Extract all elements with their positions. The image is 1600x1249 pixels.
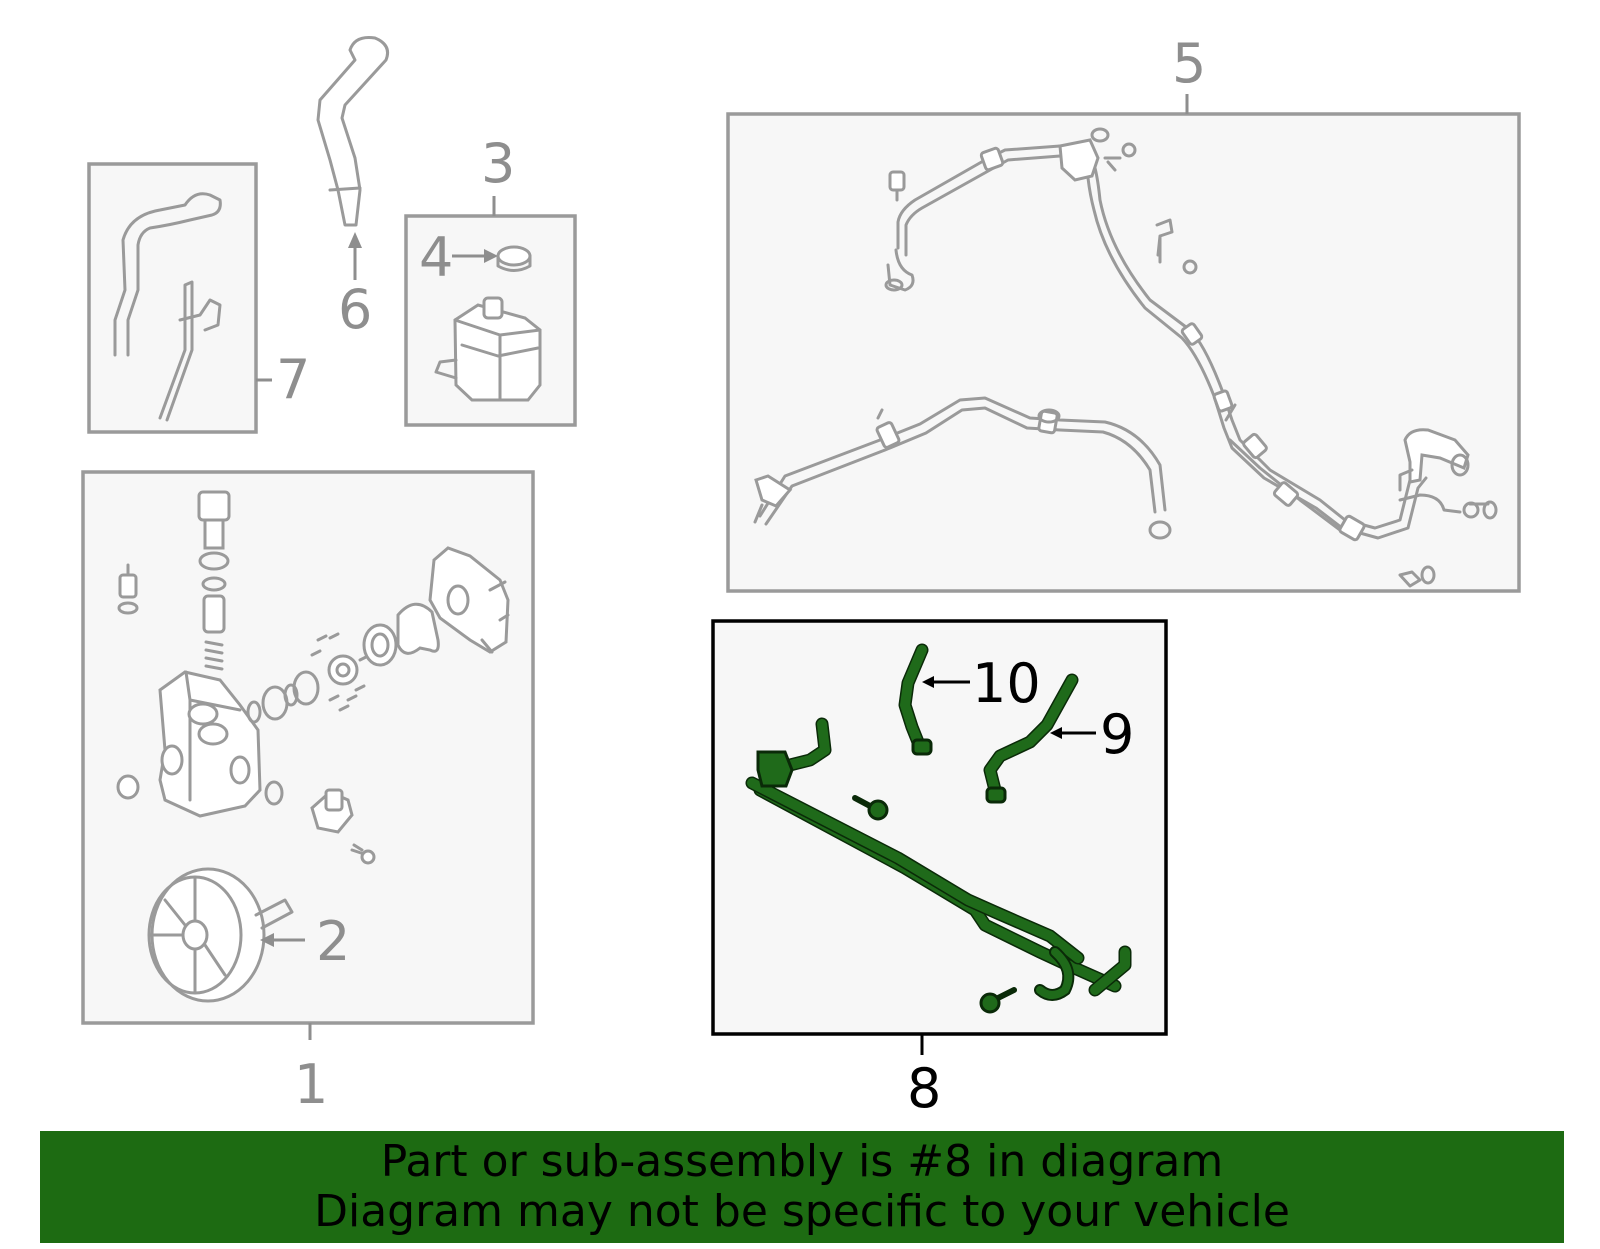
part-6-hose: 6 <box>316 36 390 341</box>
callout-1: 1 <box>294 1053 328 1116</box>
callout-4: 4 <box>419 226 453 289</box>
callout-2: 2 <box>316 910 350 973</box>
callout-8: 8 <box>907 1057 941 1120</box>
callout-5: 5 <box>1172 32 1206 95</box>
part-9-hose <box>983 673 1079 804</box>
callout-9: 9 <box>1100 703 1134 766</box>
panel-7: 7 <box>87 162 310 434</box>
callout-3: 3 <box>481 132 515 195</box>
part-10-hose <box>898 643 933 756</box>
bolt-lower <box>979 987 1017 1014</box>
callout-6: 6 <box>338 278 372 341</box>
notice-line-2: Diagram may not be specific to your vehi… <box>314 1186 1290 1237</box>
panel-8: 8 10 9 <box>711 619 1168 1120</box>
notice-line-1: Part or sub-assembly is #8 in diagram <box>380 1136 1224 1187</box>
panel-3: 3 4 <box>404 132 577 427</box>
panel-1: 1 <box>81 470 535 1116</box>
panel-5: 5 <box>726 32 1521 593</box>
callout-7: 7 <box>276 348 310 411</box>
callout-10: 10 <box>972 652 1041 715</box>
notice-banner: Part or sub-assembly is #8 in diagram Di… <box>40 1131 1564 1243</box>
bolt-upper <box>852 795 889 821</box>
part-8-cooler-lines <box>745 717 1132 1001</box>
